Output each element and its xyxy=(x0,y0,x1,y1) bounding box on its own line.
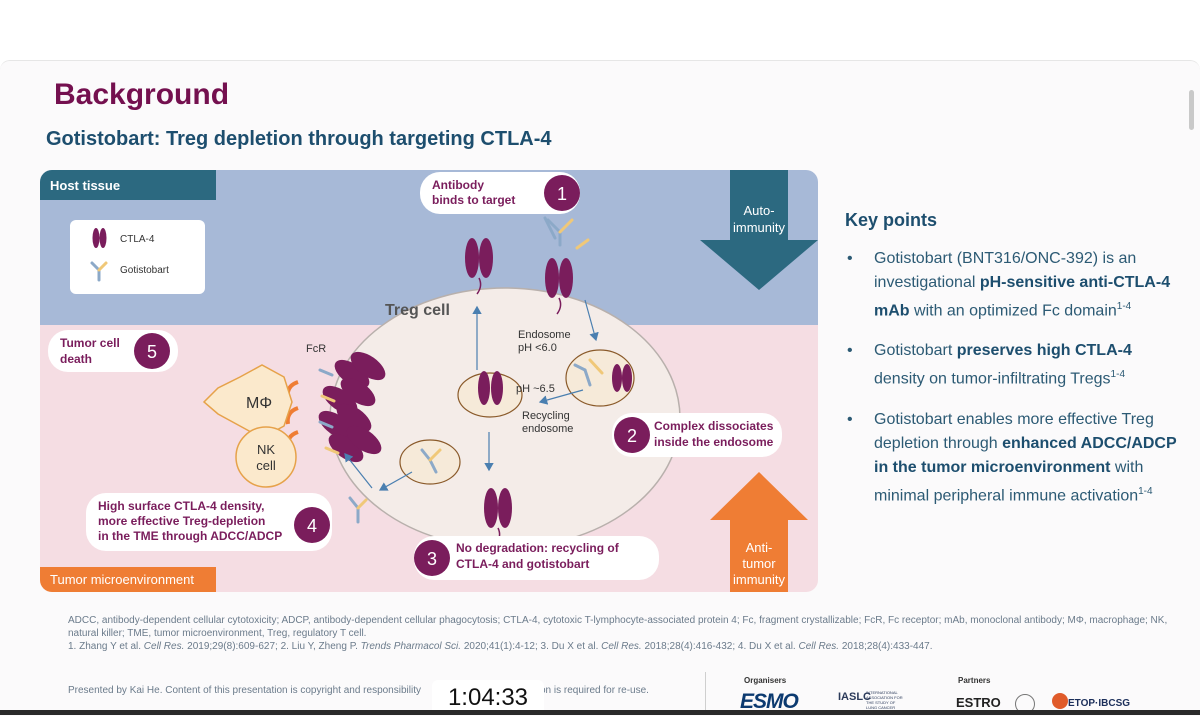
antitumor-arrow xyxy=(710,472,808,592)
host-tissue-label: Host tissue xyxy=(50,178,120,193)
svg-text:High surface CTLA-4 density,: High surface CTLA-4 density, xyxy=(98,499,264,513)
step-3-callout: 3 No degradation: recycling of CTLA-4 an… xyxy=(414,536,659,580)
footnote: ADCC, antibody-dependent cellular cytoto… xyxy=(68,614,1168,653)
fcr-label: FcR xyxy=(306,343,326,355)
scrollbar[interactable] xyxy=(1189,90,1194,130)
svg-text:binds to target: binds to target xyxy=(432,193,515,207)
reuse-notice: on is required for re-use. xyxy=(540,685,649,696)
nk-cell xyxy=(235,426,297,488)
svg-text:1: 1 xyxy=(557,184,567,204)
video-timecode: 1:04:33 xyxy=(432,680,544,715)
step-5-callout: 5 Tumor cell death xyxy=(48,330,178,372)
estro-logo: ESTRO xyxy=(956,695,1001,710)
presented-by: Presented by Kai He. Content of this pre… xyxy=(68,685,421,696)
key-points-panel: Key points Gotistobart (BNT316/ONC-392) … xyxy=(845,210,1180,524)
pathway-arrows xyxy=(344,299,599,491)
autoimmunity-label-1: Auto- xyxy=(743,203,774,218)
svg-text:death: death xyxy=(60,352,92,366)
svg-text:3: 3 xyxy=(427,549,437,569)
svg-text:Complex dissociates: Complex dissociates xyxy=(654,419,774,433)
recycling-ph-label: pH ~6.5 xyxy=(516,383,555,395)
slide-subtitle: Gotistobart: Treg depletion through targ… xyxy=(46,128,552,150)
partners-label: Partners xyxy=(958,676,991,685)
ctla4-legend-icon xyxy=(92,228,107,248)
recycling-label-2: endosome xyxy=(522,423,573,435)
endosome-label-2: pH <6.0 xyxy=(518,342,557,354)
treg-label: Treg cell xyxy=(385,302,450,319)
step-2-callout: 2 Complex dissociates inside the endosom… xyxy=(612,413,782,457)
legend-gotistobart: Gotistobart xyxy=(120,265,169,276)
etop-logo-icon xyxy=(1052,693,1068,709)
key-point-1: Gotistobart (BNT316/ONC-392) is an inves… xyxy=(845,247,1180,323)
organisers-label: Organisers xyxy=(744,676,787,685)
antitumor-label-3: immunity xyxy=(733,572,786,587)
footer-divider xyxy=(705,672,706,715)
autoimmunity-arrow xyxy=(700,170,818,290)
antitumor-label-1: Anti- xyxy=(746,540,773,555)
slide-title: Background xyxy=(54,78,230,111)
iaslc-subtitle: INTERNATIONAL ASSOCIATION FOR THE STUDY … xyxy=(866,690,903,710)
nk-label-2: cell xyxy=(256,458,276,473)
step-1-callout: 1 Antibody binds to target xyxy=(420,172,580,214)
abbreviations: ADCC, antibody-dependent cellular cytoto… xyxy=(68,615,1168,639)
macrophage-label: MΦ xyxy=(246,395,272,412)
tumor-env-label: Tumor microenvironment xyxy=(50,572,194,587)
autoimmunity-label-2: immunity xyxy=(733,220,786,235)
nk-label-1: NK xyxy=(257,442,275,457)
svg-text:Antibody: Antibody xyxy=(432,178,484,192)
recycling-endosome xyxy=(457,372,523,418)
svg-text:CTLA-4 and gotistobart: CTLA-4 and gotistobart xyxy=(456,557,589,571)
svg-text:No degradation: recycling of: No degradation: recycling of xyxy=(456,541,620,555)
key-points-title: Key points xyxy=(845,210,938,230)
gotistobart-molecules xyxy=(318,216,604,524)
iaslc-logo: IASLC xyxy=(838,691,871,703)
endosome-label-1: Endosome xyxy=(518,329,571,341)
key-point-2: Gotistobart preserves high CTLA-4 densit… xyxy=(845,339,1180,391)
ctla4-molecules xyxy=(318,238,632,528)
etop-logo: ETOP·IBCSG xyxy=(1068,698,1131,709)
mechanism-diagram: Host tissue Tumor microenvironment CTLA-… xyxy=(40,170,818,592)
step-4-callout: 4 High surface CTLA-4 density, more effe… xyxy=(86,493,332,551)
antitumor-label-2: tumor xyxy=(742,556,776,571)
svg-text:more effective Treg-depletion: more effective Treg-depletion xyxy=(98,514,265,528)
references: 1. Zhang Y et al. Cell Res. 2019;29(8):6… xyxy=(68,641,933,652)
svg-text:inside the endosome: inside the endosome xyxy=(654,435,774,449)
svg-text:4: 4 xyxy=(307,516,317,536)
svg-text:5: 5 xyxy=(147,342,157,362)
svg-text:in the TME through ADCC/ADCP: in the TME through ADCC/ADCP xyxy=(98,529,282,543)
svg-text:2: 2 xyxy=(627,426,637,446)
legend-ctla4: CTLA-4 xyxy=(120,234,155,245)
legend-box xyxy=(70,220,205,294)
recycling-label-1: Recycling xyxy=(522,410,570,422)
key-point-3: Gotistobart enables more effective Treg … xyxy=(845,408,1180,508)
gotistobart-legend-icon xyxy=(90,261,108,282)
svg-text:Tumor cell: Tumor cell xyxy=(60,336,120,350)
esmo-logo: ESMO xyxy=(740,690,799,713)
video-progress-bar[interactable] xyxy=(0,710,1200,715)
